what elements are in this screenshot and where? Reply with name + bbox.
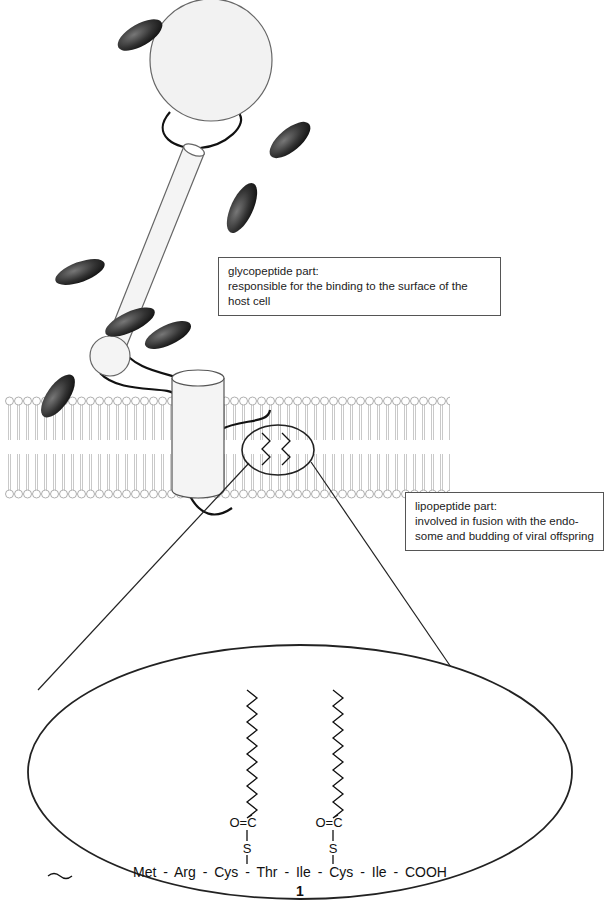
callout-box: glycopeptide part:responsible for the bi… <box>218 257 501 316</box>
zoom-circle <box>242 425 314 475</box>
sulfur-atom: S <box>329 841 338 856</box>
compound-number: 1 <box>296 883 304 899</box>
acyl-chains <box>262 433 290 465</box>
lipid-bilayer <box>5 396 450 500</box>
palmitoyl-chains <box>48 690 343 879</box>
glycans <box>35 13 317 423</box>
callout-heading: glycopeptide part: <box>228 264 491 279</box>
sulfur-atom: S <box>243 841 252 856</box>
carbonyl: O=C <box>229 815 256 830</box>
transmembrane-helix <box>172 370 224 498</box>
peptide-sequence: Met - Arg - Cys - Thr - Ile - Cys - Ile … <box>133 864 447 880</box>
globular-domain <box>150 0 272 121</box>
callout-text: responsible for the binding to the surfa… <box>228 279 491 309</box>
callout-box: lipopeptide part:involved in fusion with… <box>405 492 604 551</box>
callout-text: involved in fusion with the endo- some a… <box>415 514 594 544</box>
detail-ellipse <box>28 645 572 899</box>
hinge-domain <box>90 336 130 376</box>
carbonyl: O=C <box>315 815 342 830</box>
callout-heading: lipopeptide part: <box>415 499 594 514</box>
